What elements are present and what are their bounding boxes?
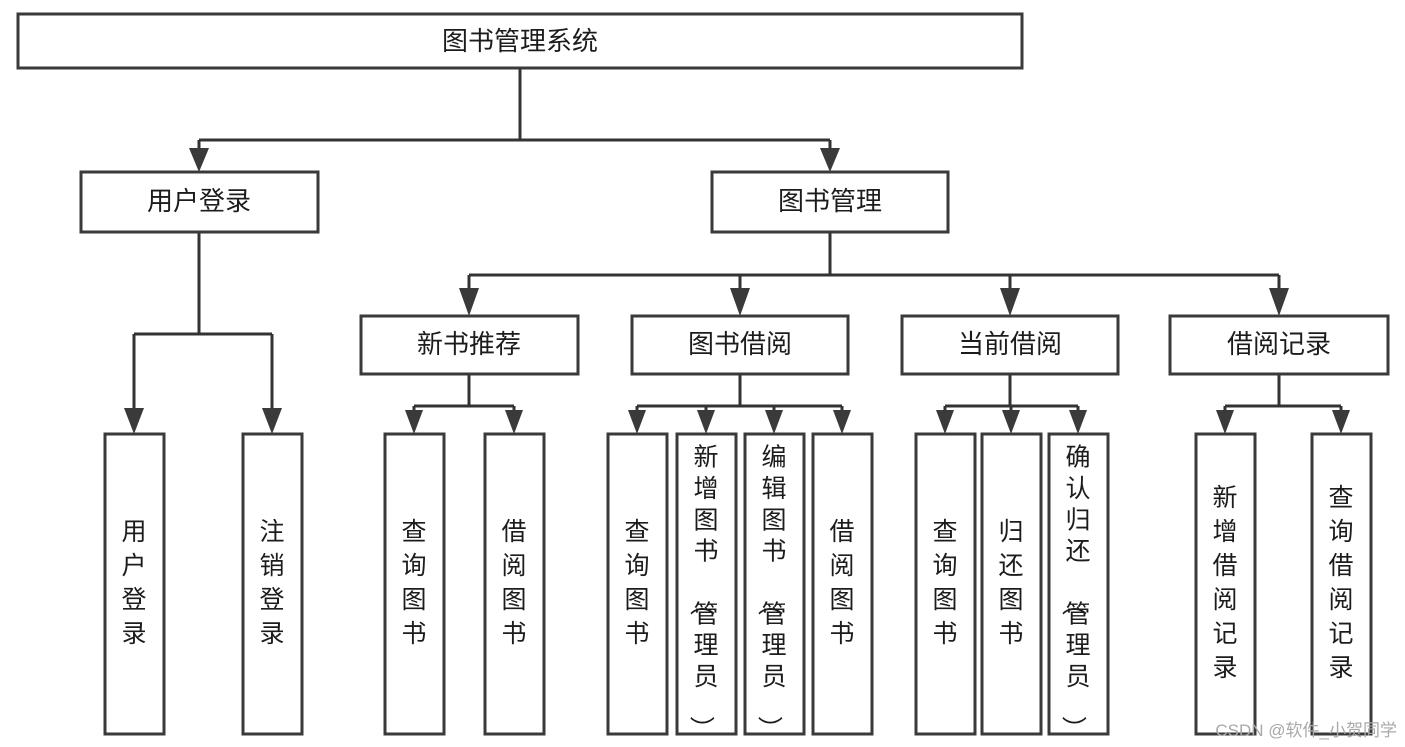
leaf-return-book-box[interactable] [980, 432, 1043, 736]
arrow-to-leaf-add-record [1216, 410, 1234, 434]
leaf-add-book[interactable]: 新增图书（管理员） [675, 432, 738, 741]
leaf-borrow-book-2[interactable]: 借阅图书 [811, 432, 874, 736]
leaf-return-book[interactable]: 归还图书 [980, 432, 1043, 736]
leaf-add-record-label: 新增借阅记录 [1212, 484, 1237, 682]
node-book-management[interactable]: 图书管理 [710, 170, 950, 234]
arrow-to-leaf-logout [262, 408, 282, 434]
node-current-borrow-box[interactable] [900, 314, 1120, 376]
arrow-to-leaf-return-book [1002, 410, 1020, 434]
leaf-query-book-1-box[interactable] [383, 432, 446, 736]
arrow-to-current-borrow [1000, 288, 1020, 316]
arrow-to-leaf-confirm-return [1069, 410, 1087, 434]
node-root-box[interactable] [16, 12, 1024, 70]
leaf-borrow-book-1[interactable]: 借阅图书 [483, 432, 546, 736]
arrow-to-book-borrow [730, 288, 750, 316]
arrow-to-book-management [820, 148, 840, 172]
leaf-borrow-book-2-label: 借阅图书 [829, 518, 854, 648]
leaf-logout-label: 注销登录 [259, 518, 284, 648]
leaf-query-book-1[interactable]: 查询图书 [383, 432, 446, 736]
leaf-query-record-box[interactable] [1310, 432, 1373, 736]
node-book-borrow-box[interactable] [630, 314, 850, 376]
node-current-borrow[interactable]: 当前借阅 [900, 314, 1120, 376]
edges-layer [124, 68, 1350, 434]
node-root[interactable]: 图书管理系统 [16, 12, 1024, 70]
leaf-confirm-return[interactable]: 确认归还（管理员） [1047, 432, 1110, 741]
node-book-management-label: 图书管理 [778, 186, 882, 216]
leaf-query-book-3-box[interactable] [914, 432, 977, 736]
arrow-to-leaf-query-book-3 [936, 410, 954, 434]
csdn-watermark: CSDN @软件_小贺同学 [1215, 721, 1397, 740]
leaf-user-login-box[interactable] [103, 432, 166, 736]
node-new-book-recommend-box[interactable] [359, 314, 580, 376]
leaf-user-login[interactable]: 用户登录 [103, 432, 166, 736]
leaf-query-record[interactable]: 查询借阅记录 [1310, 432, 1373, 736]
leaf-logout[interactable]: 注销登录 [241, 432, 304, 736]
leaf-query-book-1-label: 查询图书 [401, 518, 426, 648]
arrow-to-leaf-user-login [124, 408, 144, 434]
node-book-management-box[interactable] [710, 170, 950, 234]
leaf-add-record-box[interactable] [1194, 432, 1257, 736]
arrow-to-borrow-record [1269, 288, 1289, 316]
node-borrow-record[interactable]: 借阅记录 [1168, 314, 1390, 376]
leaf-edit-book[interactable]: 编辑图书（管理员） [743, 432, 806, 741]
leaf-borrow-book-1-label: 借阅图书 [501, 518, 526, 648]
node-new-book-recommend-label: 新书推荐 [417, 329, 521, 359]
node-new-book-recommend[interactable]: 新书推荐 [359, 314, 580, 376]
arrow-to-leaf-add-book [697, 410, 715, 434]
arrow-to-leaf-query-record [1332, 410, 1350, 434]
leaf-borrow-book-1-box[interactable] [483, 432, 546, 736]
node-book-borrow-label: 图书借阅 [688, 329, 792, 359]
leaf-add-record[interactable]: 新增借阅记录 [1194, 432, 1257, 736]
arrow-to-user-login [189, 148, 209, 172]
node-borrow-record-box[interactable] [1168, 314, 1390, 376]
node-user-login-label: 用户登录 [147, 186, 251, 216]
node-current-borrow-label: 当前借阅 [958, 329, 1062, 359]
arrow-to-leaf-query-book-1 [405, 410, 423, 434]
leaf-borrow-book-2-box[interactable] [811, 432, 874, 736]
node-root-label: 图书管理系统 [442, 26, 598, 56]
arrow-to-new-book-recommend [459, 288, 479, 316]
node-book-borrow[interactable]: 图书借阅 [630, 314, 850, 376]
arrow-to-leaf-borrow-book-1 [505, 410, 523, 434]
leaf-confirm-return-box[interactable] [1047, 432, 1110, 736]
leaf-edit-book-box[interactable] [743, 432, 806, 736]
leaf-return-book-label: 归还图书 [998, 518, 1023, 648]
leaf-add-book-box[interactable] [675, 432, 738, 736]
leaf-query-book-3-label: 查询图书 [932, 518, 957, 648]
leaf-add-book-label: 新增图书（管理员） [687, 443, 718, 741]
node-user-login-box[interactable] [79, 170, 320, 234]
leaf-query-book-2-box[interactable] [606, 432, 669, 736]
leaf-confirm-return-label: 确认归还（管理员） [1059, 443, 1090, 741]
node-borrow-record-label: 借阅记录 [1227, 329, 1331, 359]
leaf-edit-book-label: 编辑图书（管理员） [755, 443, 786, 741]
arrow-to-leaf-edit-book [765, 410, 783, 434]
arrow-to-leaf-borrow-book-2 [833, 410, 851, 434]
node-user-login[interactable]: 用户登录 [79, 170, 320, 234]
leaf-query-book-2[interactable]: 查询图书 [606, 432, 669, 736]
arrow-to-leaf-query-book-2 [628, 410, 646, 434]
leaf-user-login-label: 用户登录 [121, 518, 146, 648]
leaf-query-book-2-label: 查询图书 [624, 518, 649, 648]
leaf-query-record-label: 查询借阅记录 [1328, 484, 1353, 682]
leaf-logout-box[interactable] [241, 432, 304, 736]
leaf-query-book-3[interactable]: 查询图书 [914, 432, 977, 736]
